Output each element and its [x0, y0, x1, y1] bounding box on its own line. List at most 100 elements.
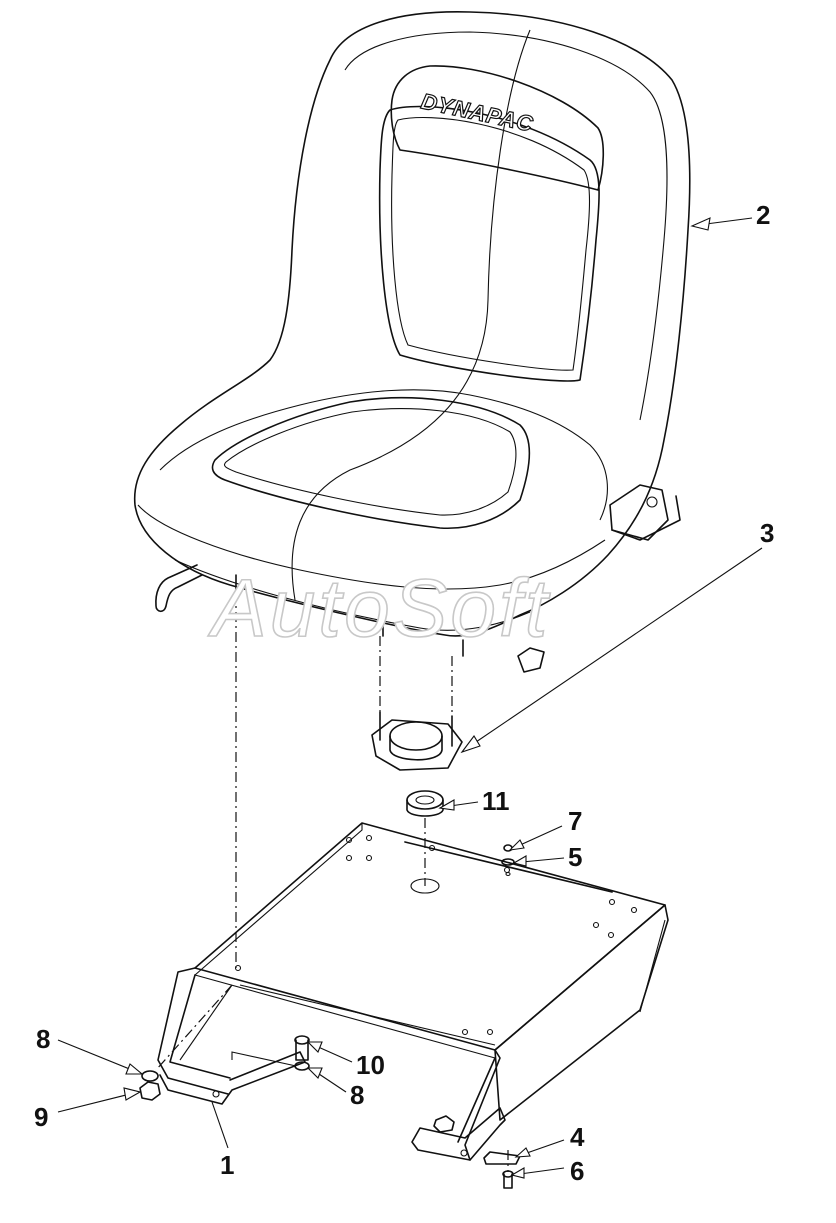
- callout-10: 10: [356, 1050, 385, 1080]
- leader-3: [475, 547, 763, 743]
- leader-2: [705, 217, 753, 225]
- callout-1: 1: [220, 1150, 234, 1180]
- arrow-8-left: [125, 1063, 144, 1075]
- frame-left-leg: [157, 967, 229, 1095]
- frame-foot-hole: [460, 1149, 468, 1157]
- arrow-10: [306, 1041, 323, 1053]
- hole-5: [505, 871, 511, 877]
- leader-7: [517, 825, 563, 847]
- seat-cushion-panel-inner: [223, 408, 517, 516]
- callout-7: 7: [568, 806, 582, 836]
- seat-back-panel-inner: [391, 116, 591, 371]
- leader-8-right: [315, 1071, 347, 1093]
- callout-9: 9: [34, 1102, 48, 1132]
- watermark-text: AutoSoft: [207, 563, 551, 654]
- leader-4: [523, 1139, 565, 1155]
- frame-top-left-edge: [194, 823, 363, 976]
- frame-hole: [608, 898, 616, 906]
- nut-9: [139, 1081, 161, 1101]
- washer-5: [501, 858, 515, 866]
- seat-shell-bottom: [174, 559, 531, 631]
- frame-hole: [630, 906, 638, 914]
- assembly-line-nut: [155, 984, 233, 1071]
- frame-top-plate: [194, 822, 666, 1051]
- bolt-10-shank: [295, 1039, 309, 1061]
- bolt-10-head: [294, 1035, 310, 1045]
- leader-6: [519, 1167, 565, 1175]
- seat-switch: [371, 711, 463, 771]
- seat-cushion-panel: [211, 397, 531, 530]
- frame-top-front-edge: [194, 974, 496, 1059]
- seat-frame: [157, 822, 669, 1161]
- frame-left-leg-inner: [169, 974, 231, 1079]
- washer-8-left: [141, 1070, 159, 1082]
- switch-dome-top: [389, 721, 443, 751]
- seat-latch: [517, 647, 545, 673]
- callout-5: 5: [568, 842, 582, 872]
- frame-inner-back-edge: [239, 984, 496, 1046]
- clip-4: [483, 1151, 521, 1165]
- switch-base-plate: [371, 719, 463, 771]
- grommet-top: [406, 790, 444, 810]
- arrow-8-right: [306, 1067, 323, 1079]
- frame-right-foot: [411, 1107, 506, 1161]
- callout-3: 3: [760, 518, 774, 548]
- frame-foot-bolt: [433, 1115, 455, 1133]
- frame-hole: [345, 836, 353, 844]
- seat-cushion-edge: [159, 389, 608, 521]
- frame-hole: [345, 854, 353, 862]
- frame-fold-line: [404, 841, 613, 893]
- frame-hole: [428, 844, 436, 852]
- hardware: [139, 844, 521, 1189]
- callout-8-left: 8: [36, 1024, 50, 1054]
- arrow-7: [508, 839, 525, 851]
- arrow-9: [123, 1087, 142, 1101]
- callout-labels: 2 3 11 7 5 8 10 8 9 1 4 6: [34, 200, 774, 1186]
- seat-back-contour: [344, 31, 668, 421]
- leader-8-left: [57, 1039, 133, 1071]
- switch-dome-body: [389, 735, 443, 761]
- frame-foot-hole: [212, 1090, 220, 1098]
- screw-6-shank: [503, 1173, 513, 1189]
- leader-5: [521, 857, 565, 863]
- frame-hole: [503, 866, 511, 874]
- leader-10: [315, 1045, 353, 1063]
- seat-back-panel: [378, 105, 600, 382]
- callout-2: 2: [756, 200, 770, 230]
- frame-right-wall-edge: [639, 919, 666, 1013]
- seat-front-edge: [137, 504, 606, 590]
- frame-left-inner-rear: [179, 984, 233, 1061]
- seat-center-seam: [291, 29, 531, 601]
- seat-outline: [133, 11, 691, 637]
- seat-brand-label: DYNAPAC: [419, 88, 536, 136]
- arrow-2: [690, 217, 711, 231]
- arrow-11: [438, 799, 455, 811]
- leader-1: [211, 1101, 229, 1149]
- frame-hole: [461, 1028, 469, 1036]
- assembly-line-bolt: [231, 1051, 297, 1067]
- seat-brand-band: [390, 65, 605, 191]
- callout-6: 6: [570, 1156, 584, 1186]
- frame-hole: [365, 854, 373, 862]
- frame-right-wall: [494, 904, 669, 1121]
- leader-9: [57, 1093, 131, 1113]
- grommet: [406, 790, 444, 817]
- frame-left-foot: [159, 1051, 306, 1105]
- callout-11: 11: [482, 786, 510, 816]
- seat-adjust-lever: [155, 564, 203, 613]
- arrow-4: [514, 1147, 531, 1158]
- arrow-3: [460, 735, 481, 754]
- callout-8-right: 8: [350, 1080, 364, 1110]
- frame-hole: [365, 834, 373, 842]
- arrow-6: [510, 1167, 525, 1179]
- frame-right-leg-inner: [457, 1057, 496, 1143]
- arrow-5: [512, 855, 527, 867]
- callout-leaders: [57, 217, 763, 1179]
- seat-bracket-foot: [611, 495, 681, 541]
- seat-bracket-hole: [646, 496, 658, 508]
- frame-hole: [486, 1028, 494, 1036]
- grommet-body: [406, 799, 444, 817]
- grommet-hole: [415, 795, 435, 805]
- frame-right-leg: [464, 1049, 501, 1161]
